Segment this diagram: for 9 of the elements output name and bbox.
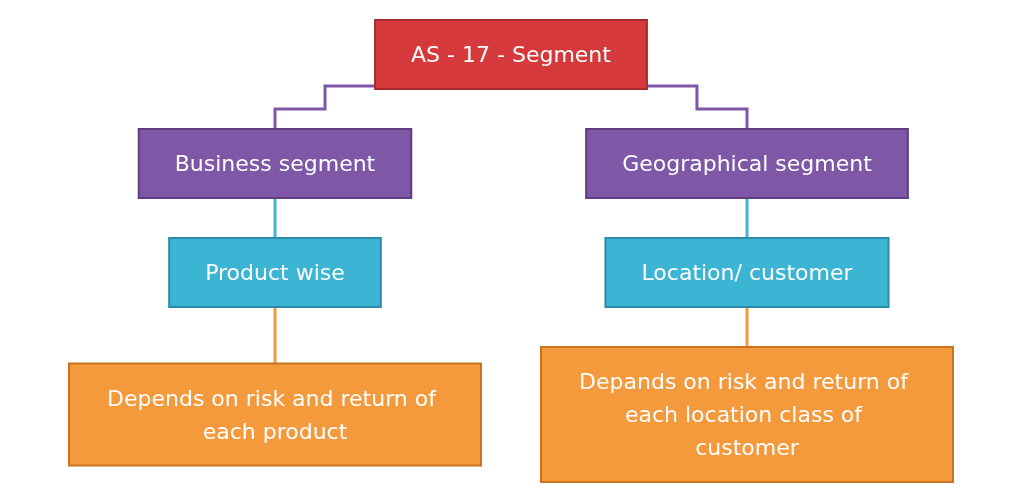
node-box: Geographical segment — [584, 128, 909, 199]
node-box: Business segment — [137, 128, 412, 199]
node-box: Location/ customer — [603, 237, 890, 308]
node-box: Depands on risk and return of each location class of customer — [539, 346, 954, 483]
node-box: Depends on risk and return of each product — [67, 362, 482, 467]
connector — [273, 84, 375, 131]
node-box: AS - 17 - Segment — [373, 19, 648, 90]
connector — [646, 84, 748, 131]
node-box: Product wise — [167, 237, 382, 308]
